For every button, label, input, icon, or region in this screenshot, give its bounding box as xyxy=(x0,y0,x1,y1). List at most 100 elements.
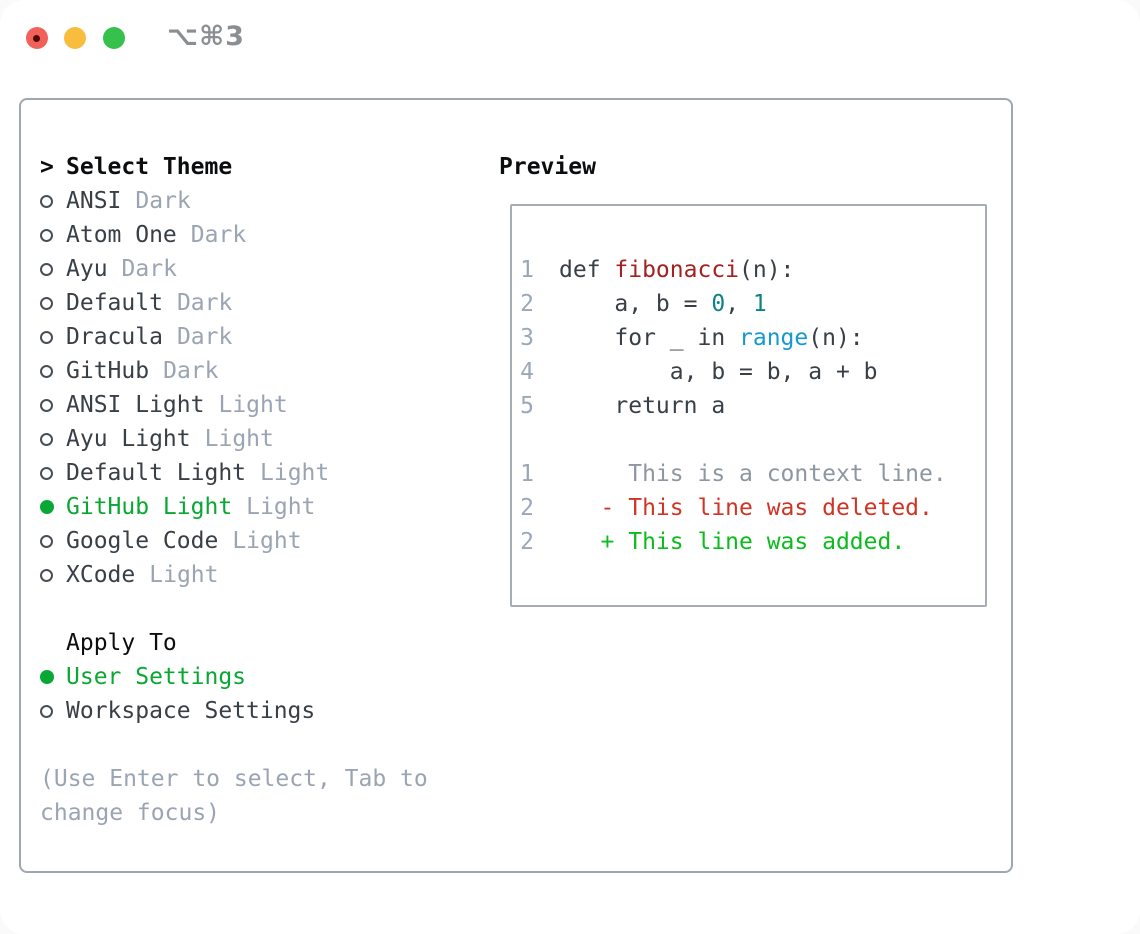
radio-icon xyxy=(40,534,66,548)
theme-option-dracula[interactable]: Dracula Dark xyxy=(40,320,490,354)
option-variant-label: Dark xyxy=(163,358,219,384)
minimize-button[interactable] xyxy=(64,27,86,49)
apply-to-title: Apply To xyxy=(66,630,177,656)
option-label: Google Code xyxy=(66,528,219,554)
option-label: ANSI Light xyxy=(66,392,205,418)
theme-option-xcode[interactable]: XCode Light xyxy=(40,558,490,592)
option-label: Default Light xyxy=(66,460,247,486)
diff-line-added: 2 + This line was added. xyxy=(520,525,985,559)
diff-line-deleted: 2 - This line was deleted. xyxy=(520,491,985,525)
theme-option-ansi[interactable]: ANSI Dark xyxy=(40,184,490,218)
theme-option-atom-one[interactable]: Atom One Dark xyxy=(40,218,490,252)
help-text-line: change focus) xyxy=(40,800,221,826)
window-title: ⌥⌘3 xyxy=(167,21,245,52)
diff-text: This is a context line. xyxy=(559,461,947,487)
close-dot-icon xyxy=(33,35,40,42)
code-text: return a xyxy=(559,393,726,419)
theme-option-ayu[interactable]: Ayu Dark xyxy=(40,252,490,286)
code-text: a, b = b, a + b xyxy=(559,359,878,385)
code-line: 3 for _ in range(n): xyxy=(520,321,985,355)
radio-icon xyxy=(40,330,66,344)
diff-text: + This line was added. xyxy=(559,529,906,555)
diff-line-context: 1 This is a context line. xyxy=(520,457,985,491)
close-button[interactable] xyxy=(26,27,48,49)
theme-option-github[interactable]: GitHub Dark xyxy=(40,354,490,388)
option-variant-label: Dark xyxy=(121,256,177,282)
title-bar: ⌥⌘3 xyxy=(0,0,1140,76)
code-line: 2 a, b = 0, 1 xyxy=(520,287,985,321)
line-number: 2 xyxy=(520,291,534,317)
spacer xyxy=(520,423,985,457)
theme-option-github-light[interactable]: GitHub Light Light xyxy=(40,490,490,524)
option-label: GitHub Light xyxy=(66,494,233,520)
option-variant-label: Dark xyxy=(135,188,191,214)
radio-icon xyxy=(40,228,66,242)
radio-icon xyxy=(40,432,66,446)
code-line: 4 a, b = b, a + b xyxy=(520,355,985,389)
line-number: 1 xyxy=(520,257,534,283)
preview-title: Preview xyxy=(499,154,596,180)
option-variant-label: Light xyxy=(204,426,274,452)
code-line: 5 return a xyxy=(520,389,985,423)
line-number: 2 xyxy=(520,529,534,555)
option-variant-label: Light xyxy=(149,562,219,588)
prompt-chevron-icon: > xyxy=(40,153,54,180)
option-variant-label: Light xyxy=(246,494,316,520)
spacer xyxy=(40,592,490,626)
option-label: GitHub xyxy=(66,358,150,384)
option-variant-label: Light xyxy=(218,392,288,418)
radio-icon xyxy=(40,398,66,412)
radio-icon xyxy=(40,466,66,480)
option-label: Dracula xyxy=(66,324,163,350)
radio-selected-icon xyxy=(40,670,66,684)
code-text: def fibonacci(n): xyxy=(559,257,795,283)
option-variant-label: Light xyxy=(260,460,330,486)
line-number: 2 xyxy=(520,495,534,521)
code-text: for _ in range(n): xyxy=(559,325,864,351)
line-number: 3 xyxy=(520,325,534,351)
option-label: Ayu xyxy=(66,256,108,282)
diff-preview: 1 This is a context line.2 - This line w… xyxy=(520,457,985,559)
code-text: a, b = 0, 1 xyxy=(559,291,767,317)
radio-icon xyxy=(40,296,66,310)
radio-icon xyxy=(40,194,66,208)
select-theme-title: Select Theme xyxy=(66,154,233,180)
code-line: 1 def fibonacci(n): xyxy=(520,253,985,287)
theme-option-ansi-light[interactable]: ANSI Light Light xyxy=(40,388,490,422)
spacer xyxy=(40,728,490,762)
zoom-button[interactable] xyxy=(103,27,125,49)
theme-option-default-light[interactable]: Default Light Light xyxy=(40,456,490,490)
diff-text: - This line was deleted. xyxy=(559,495,933,521)
select-theme-header: > Select Theme xyxy=(40,150,490,184)
option-variant-label: Dark xyxy=(190,222,247,248)
option-label: Workspace Settings xyxy=(66,698,316,724)
apply-to-header: Apply To xyxy=(40,626,490,660)
radio-icon xyxy=(40,704,66,718)
theme-option-google-code[interactable]: Google Code Light xyxy=(40,524,490,558)
option-label: ANSI xyxy=(66,188,122,214)
option-label: Ayu Light xyxy=(66,426,191,452)
option-label: Default xyxy=(66,290,163,316)
line-number: 1 xyxy=(520,461,534,487)
apply-option-workspace-settings[interactable]: Workspace Settings xyxy=(40,694,490,728)
radio-icon xyxy=(40,262,66,276)
option-variant-label: Dark xyxy=(176,324,233,350)
option-label: Atom One xyxy=(66,222,177,248)
line-number: 5 xyxy=(520,393,534,419)
apply-option-user-settings[interactable]: User Settings xyxy=(40,660,490,694)
radio-icon xyxy=(40,568,66,582)
line-number: 4 xyxy=(520,359,534,385)
option-label: XCode xyxy=(66,562,136,588)
option-variant-label: Light xyxy=(232,528,302,554)
theme-option-ayu-light[interactable]: Ayu Light Light xyxy=(40,422,490,456)
option-label: User Settings xyxy=(66,664,247,690)
